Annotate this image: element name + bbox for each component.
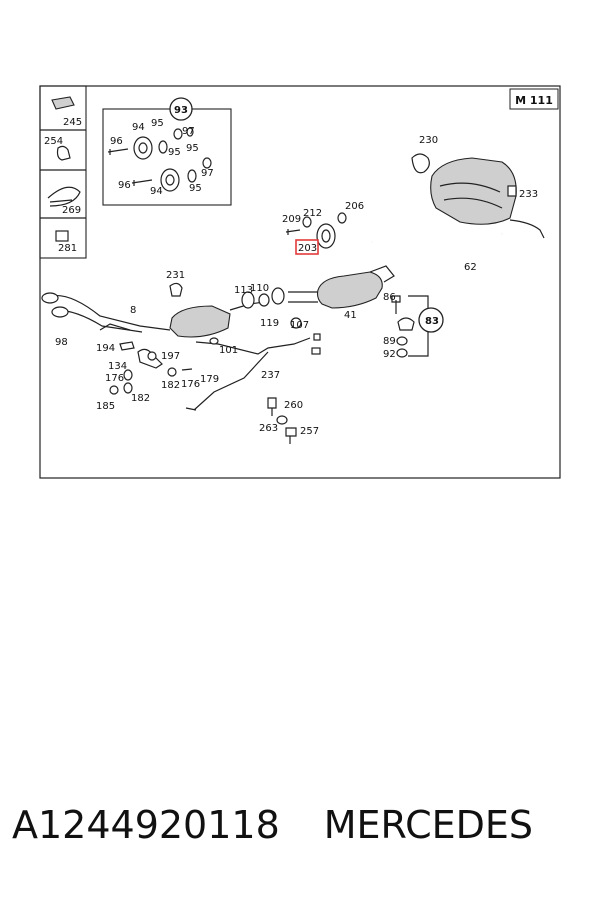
part-label: 89 (383, 336, 396, 347)
kit-number-circle (169, 97, 193, 121)
assembly-number: 83 (425, 316, 439, 327)
side-part-label: 245 (63, 117, 82, 128)
part-label: 113 (234, 285, 253, 296)
catalytic-converter-icon (169, 305, 231, 338)
kit-number: 93 (174, 105, 188, 116)
side-part-label: 281 (58, 243, 77, 254)
part-label: 119 (260, 318, 279, 329)
brand-name: MERCEDES (323, 803, 534, 847)
part-label: 230 (419, 135, 438, 146)
part-label: 197 (161, 351, 180, 362)
bolt-icon (285, 229, 301, 235)
kit-93-box: 93 94 95 97 96 95 95 96 94 95 97 (102, 97, 232, 206)
part-caption: A1244920118 MERCEDES (12, 803, 592, 863)
side-part-label: 269 (62, 205, 81, 216)
model-code: M 111 (515, 94, 553, 107)
part-label: 212 (303, 208, 322, 219)
kit-label: 94 (150, 186, 163, 197)
part-label: 182 (131, 393, 150, 404)
clip-icon (55, 230, 69, 242)
part-label: 233 (519, 189, 538, 200)
part-label: 8 (130, 305, 136, 316)
kit-label: 96 (110, 136, 123, 147)
highlighted-part-box (295, 239, 319, 255)
sensor-brackets (109, 341, 193, 395)
clamp-icon (56, 145, 71, 161)
part-label: 179 (200, 374, 219, 385)
front-pipe-catalytic-converter (41, 287, 302, 338)
part-label: 62 (464, 262, 477, 273)
mount-assembly (391, 295, 444, 358)
rubber-buffer-icon (507, 185, 517, 197)
part-label: 182 (161, 380, 180, 391)
part-label: 98 (55, 337, 68, 348)
part-label: 185 (96, 401, 115, 412)
part-label: 257 (300, 426, 319, 437)
oxygen-sensor-wiring (185, 333, 321, 411)
part-label: 237 (261, 370, 280, 381)
strap-clamp-icon (47, 186, 81, 207)
part-label: 41 (344, 310, 357, 321)
center-muffler (288, 265, 395, 309)
kit-label: 95 (168, 147, 181, 158)
muffler-hanger-icon (411, 153, 430, 174)
kit-label: 94 (132, 122, 145, 133)
kit-label: 95 (189, 183, 202, 194)
part-label: 92 (383, 349, 396, 360)
part-number: A1244920118 (12, 803, 280, 847)
part-label: 107 (290, 320, 309, 331)
highlighted-part-label: 203 (298, 243, 317, 254)
side-part-label: 254 (44, 136, 63, 147)
bolt-icon (107, 148, 129, 155)
part-label: 110 (250, 283, 269, 294)
diagram-frame (39, 85, 561, 479)
kit-label: 97 (182, 126, 195, 137)
kit-label: 95 (186, 143, 199, 154)
kit-label: 96 (118, 180, 131, 191)
part-label: 260 (284, 400, 303, 411)
rubber-mount-icon (51, 96, 75, 110)
part-label: 209 (282, 214, 301, 225)
part-label: 176 (105, 373, 124, 384)
assembly-number-circle (418, 307, 444, 333)
part-label: 231 (166, 270, 185, 281)
part-label: 206 (345, 201, 364, 212)
model-code-box (509, 88, 559, 110)
rear-muffler (411, 153, 545, 239)
side-parts-column: 245 254 269 281 (39, 85, 87, 259)
part-label: 263 (259, 423, 278, 434)
part-label: 86 (383, 292, 396, 303)
part-label: 176 (181, 379, 200, 390)
part-label: 194 (96, 343, 115, 354)
part-label: 134 (108, 361, 127, 372)
bolt-icon (131, 179, 153, 186)
heat-shield-mount (267, 397, 297, 444)
hanger-clip-icon (169, 282, 183, 297)
kit-label: 97 (201, 168, 214, 179)
kit-label: 95 (151, 118, 164, 129)
part-label: 101 (219, 345, 238, 356)
